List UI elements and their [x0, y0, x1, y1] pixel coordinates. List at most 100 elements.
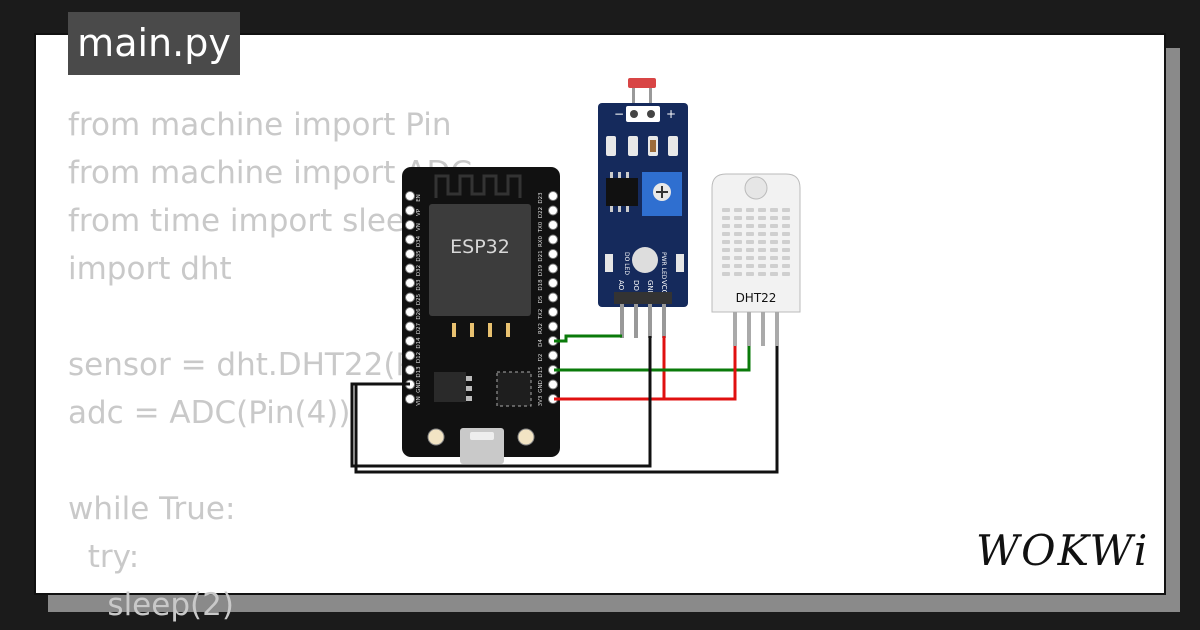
dht22-vent — [734, 248, 742, 252]
esp32-pin[interactable] — [405, 336, 415, 346]
esp32-pin-label: RX2 — [538, 323, 544, 334]
esp32-pin-label: D25 — [416, 293, 422, 305]
esp32-pin-label: TX0 — [538, 221, 544, 233]
comparator-chip — [606, 178, 638, 206]
dht22-vent — [746, 240, 754, 244]
wire-dht-data-d15 — [554, 346, 751, 372]
esp32-pin-label: D13 — [416, 366, 422, 378]
dht22-vent — [734, 232, 742, 236]
voltage-regulator — [434, 372, 466, 402]
dht22-sensor[interactable]: DHT22 — [711, 173, 801, 346]
wire-ao-d4 — [554, 334, 622, 343]
dht22-vent — [758, 256, 766, 260]
dht22-vent — [746, 248, 754, 252]
esp32-pin-label: D26 — [416, 308, 422, 320]
esp32-pin[interactable] — [548, 234, 558, 245]
dht22-vent — [746, 224, 754, 228]
dht22-vent — [746, 216, 754, 220]
esp32-pin-label: D14 — [416, 337, 422, 349]
esp32-pin-label: D5 — [538, 295, 544, 303]
esp32-pin[interactable] — [548, 220, 558, 230]
boot-button[interactable] — [517, 428, 535, 446]
dht22-vent — [782, 240, 790, 244]
esp32-pin[interactable] — [405, 365, 415, 375]
code-line: sleep(2) — [68, 587, 234, 623]
esp32-pin-label: D34 — [416, 235, 422, 247]
esp32-pin[interactable] — [405, 249, 415, 259]
esp32-pin-label: RX0 — [538, 235, 544, 247]
esp32-pin-label: GND — [538, 380, 544, 393]
dht22-vent — [722, 248, 730, 252]
code-line: try: — [68, 539, 140, 575]
esp32-pin[interactable] — [405, 205, 415, 216]
dht22-vent — [770, 216, 778, 220]
esp32-pin[interactable] — [548, 278, 558, 288]
dht22-vent — [734, 256, 742, 260]
usb-chip — [496, 371, 532, 407]
esp32-module — [429, 204, 531, 316]
esp32-pin-label: D35 — [416, 250, 422, 262]
dht22-vent — [746, 256, 754, 260]
esp32-pin-label: D32 — [416, 265, 422, 276]
light-sensor-module[interactable]: − + DO LED PWR LED AO DO GND VCC — [598, 78, 688, 338]
dht22-vent — [722, 264, 730, 268]
dht22-vent — [722, 232, 730, 236]
esp32-pin-label: D12 — [416, 352, 422, 363]
dht22-vent — [722, 272, 730, 276]
dht22-vent — [746, 208, 754, 212]
esp32-pin[interactable] — [548, 321, 558, 332]
esp32-pin[interactable] — [405, 307, 415, 317]
dht22-vent — [770, 272, 778, 276]
esp32-pin[interactable] — [405, 234, 415, 245]
dht22-vent — [746, 264, 754, 268]
dht22-vent — [734, 240, 742, 244]
dht22-vent — [722, 240, 730, 244]
esp32-pin[interactable] — [548, 350, 558, 361]
esp32-pin[interactable] — [405, 292, 415, 303]
esp32-pin[interactable] — [548, 205, 558, 216]
esp32-pin[interactable] — [548, 379, 558, 390]
dht22-vent — [782, 216, 790, 220]
dht22-vent — [770, 248, 778, 252]
dht22-vent — [782, 248, 790, 252]
esp32-pin[interactable] — [405, 191, 415, 201]
code-line: from machine import Pin — [68, 107, 452, 143]
esp32-pin[interactable] — [548, 263, 558, 274]
esp32-pin-label: D18 — [538, 279, 544, 291]
pin-label-do: DO — [632, 280, 640, 291]
esp32-pin-label: D2 — [538, 354, 544, 362]
esp32-pin-label: D33 — [416, 279, 422, 291]
photoresistor — [628, 78, 656, 88]
dht22-vent — [746, 272, 754, 276]
esp32-label: ESP32 — [450, 236, 510, 258]
esp32-pin[interactable] — [405, 350, 415, 361]
esp32-pin-label: D21 — [538, 250, 544, 261]
esp32-pin[interactable] — [548, 249, 558, 259]
dht22-vent — [782, 256, 790, 260]
esp32-pin[interactable] — [405, 321, 415, 332]
dht22-vent — [782, 232, 790, 236]
dht22-vent — [782, 224, 790, 228]
wire-dht-vcc-3v3 — [554, 346, 737, 401]
esp32-pin[interactable] — [548, 292, 558, 303]
esp32-pin[interactable] — [548, 191, 558, 201]
file-tab[interactable]: main.py — [68, 12, 240, 75]
esp32-board[interactable]: ESP32 ENVPVND34D35D32D33D25D26D27D14D12D… — [402, 167, 560, 464]
dht22-vent — [758, 272, 766, 276]
wires — [350, 334, 779, 474]
dht22-vent — [734, 208, 742, 212]
dht22-vent — [722, 256, 730, 260]
reset-button[interactable] — [427, 428, 445, 446]
esp32-pin[interactable] — [405, 394, 415, 404]
esp32-pin[interactable] — [548, 307, 558, 317]
dht22-vent — [758, 240, 766, 244]
esp32-right-pins: D23D22TX0RX0D21D19D18D5TX2RX2D4D2D15GND3… — [538, 191, 558, 406]
esp32-pin[interactable] — [405, 278, 415, 288]
sensor-led — [632, 247, 658, 273]
dht22-vent — [782, 264, 790, 268]
code-line: while True: — [68, 491, 236, 527]
esp32-pin[interactable] — [405, 263, 415, 274]
code-line: adc = ADC(Pin(4)) — [68, 395, 351, 431]
esp32-pin[interactable] — [405, 220, 415, 230]
